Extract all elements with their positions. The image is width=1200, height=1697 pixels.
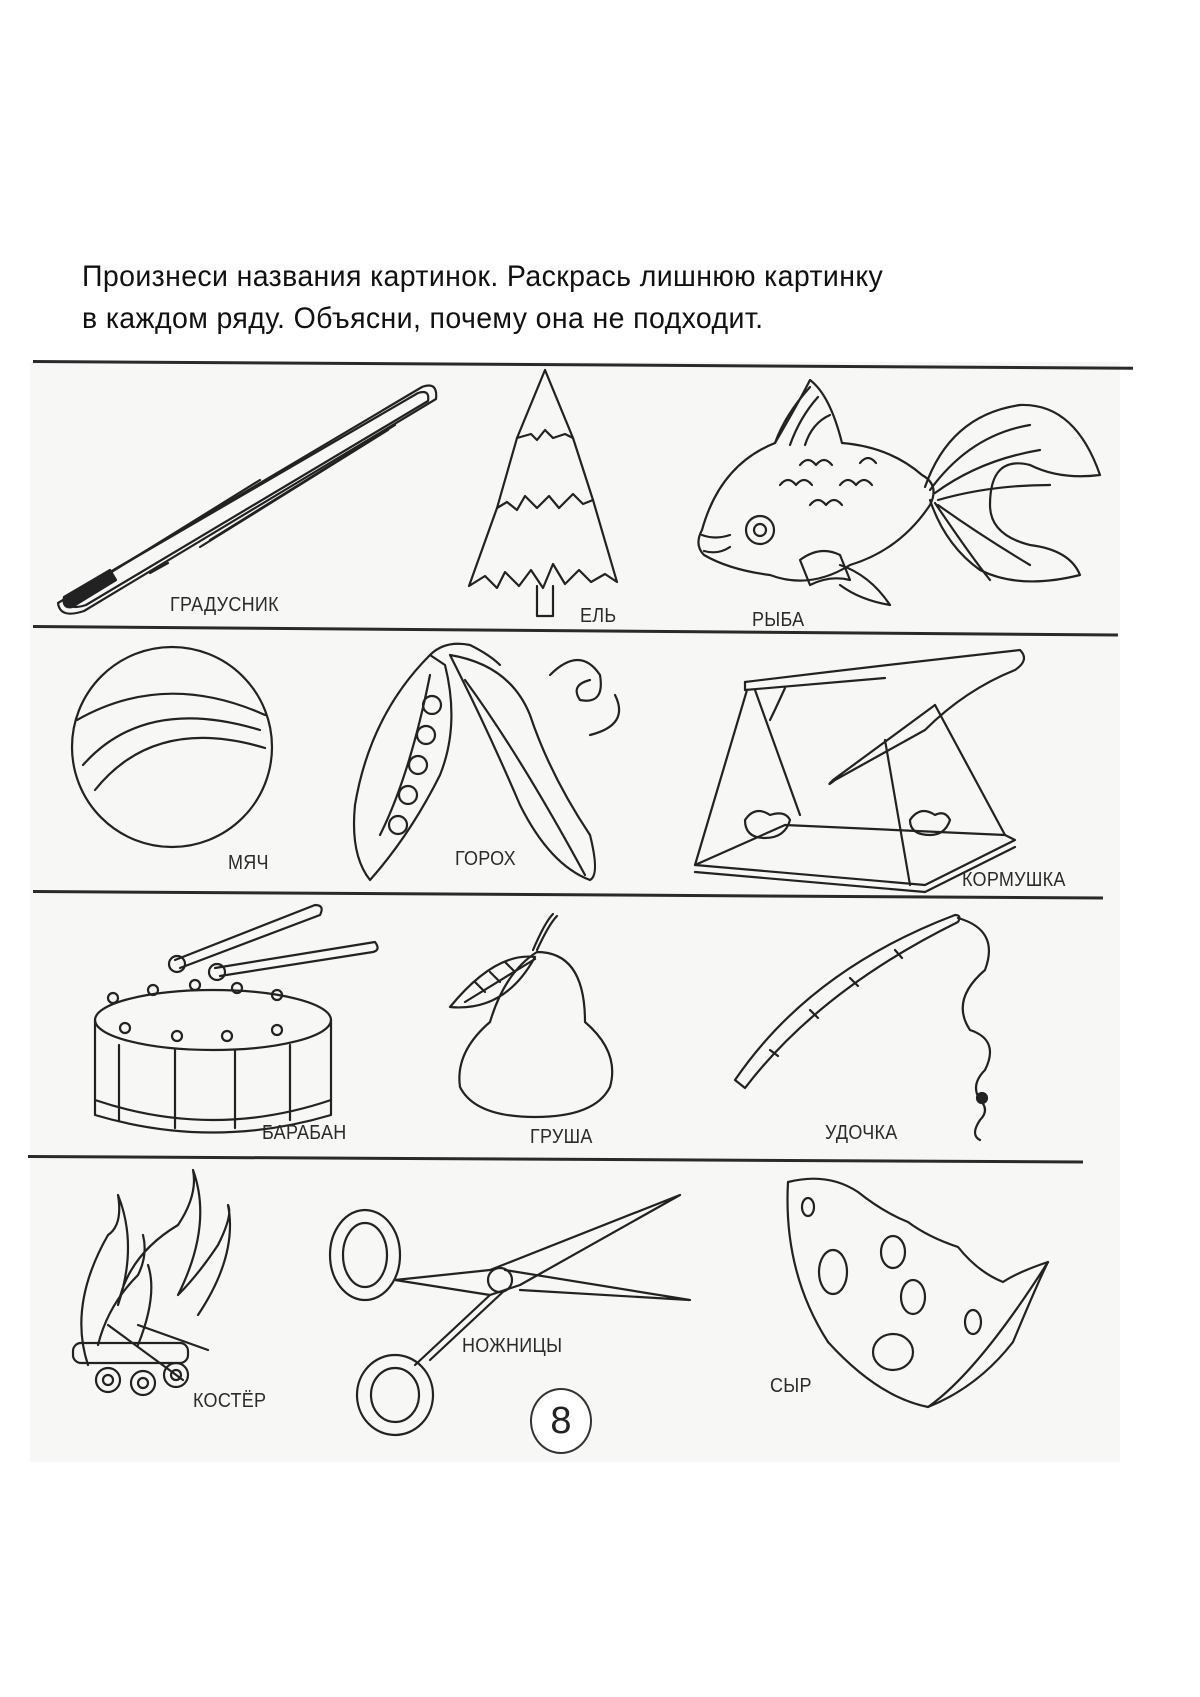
thermometer-icon[interactable] <box>50 375 440 615</box>
instruction-line-1: Произнеси названия картинок. Раскрась ли… <box>82 260 884 293</box>
item-label-campfire: КОСТЁР <box>193 1390 267 1412</box>
campfire-icon[interactable] <box>68 1165 238 1397</box>
bird-feeder-icon[interactable] <box>685 640 1035 894</box>
worksheet-background <box>30 362 1120 1462</box>
fish-icon[interactable] <box>690 375 1110 610</box>
instruction-line-2: в каждом ряду. Объясни, почему она не по… <box>82 302 764 335</box>
item-label-fir-tree: ЕЛЬ <box>580 605 617 627</box>
item-label-scissors: НОЖНИЦЫ <box>462 1335 563 1357</box>
item-label-peas: ГОРОХ <box>455 848 516 870</box>
item-label-thermometer: ГРАДУСНИК <box>170 594 279 616</box>
peas-icon[interactable] <box>350 635 650 890</box>
item-label-ball: МЯЧ <box>228 852 269 874</box>
item-label-fishing-rod: УДОЧКА <box>825 1122 898 1144</box>
cheese-icon[interactable] <box>778 1172 1078 1412</box>
scissors-icon[interactable] <box>325 1190 695 1437</box>
fishing-rod-icon[interactable] <box>730 910 1015 1145</box>
instruction-text: Произнеси названия картинок. Раскрась ли… <box>82 256 1032 340</box>
item-label-pear: ГРУША <box>530 1126 593 1148</box>
fir-tree-icon[interactable] <box>445 368 645 623</box>
item-label-fish: РЫБА <box>752 609 805 631</box>
drum-icon[interactable] <box>85 900 385 1135</box>
item-label-bird-feeder: КОРМУШКА <box>962 869 1066 891</box>
item-label-drum: БАРАБАН <box>262 1122 347 1144</box>
ball-icon[interactable] <box>65 640 280 855</box>
item-label-cheese: СЫР <box>770 1375 812 1397</box>
page-number: 8 <box>530 1388 592 1454</box>
pear-icon[interactable] <box>445 912 620 1122</box>
